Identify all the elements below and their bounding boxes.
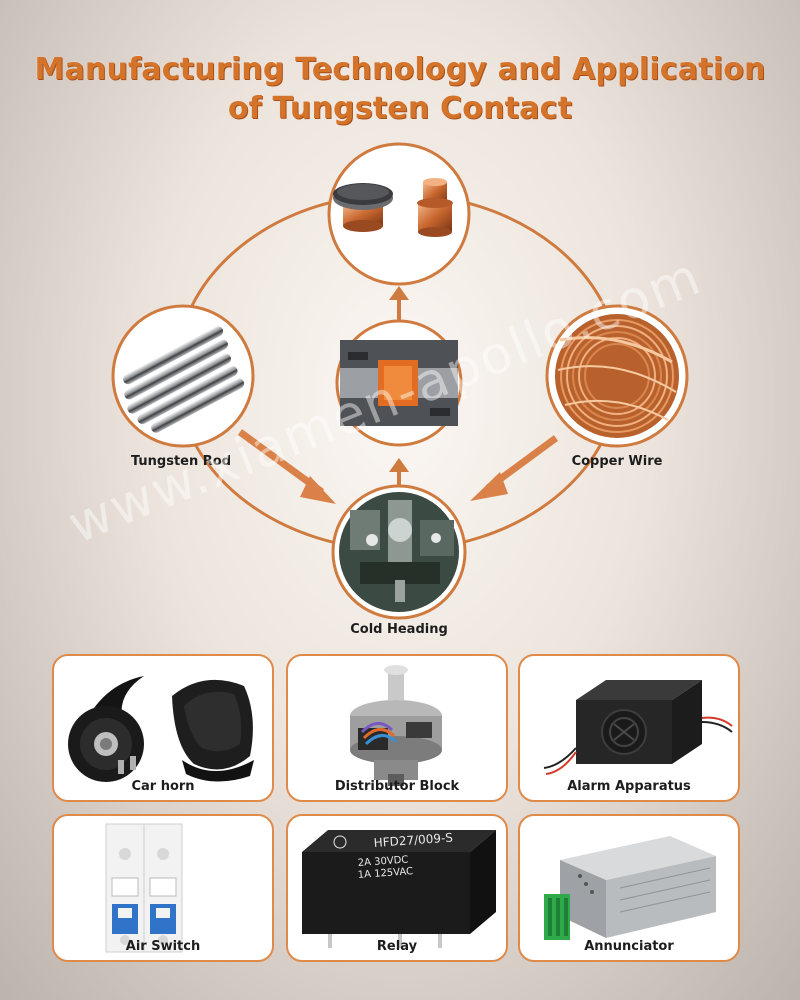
car-horn-icon [68,676,254,782]
app-label-distributor-block: Distributor Block [334,779,460,794]
alarm-apparatus-icon [543,680,733,775]
app-label-alarm-apparatus: Alarm Apparatus [567,779,691,794]
app-card-air-switch: Air Switch [52,814,274,962]
app-card-alarm-apparatus: Alarm Apparatus [518,654,740,802]
app-card-car-horn: Car horn [52,654,274,802]
title-line-1: Manufacturing Technology and Application [34,52,766,87]
app-card-annunciator: Annunciator [518,814,740,962]
app-card-relay: HFD27/009-S 2A 30VDC 1A 125VAC Relay [286,814,508,962]
app-label-annunciator: Annunciator [584,939,674,954]
arrow-head-up-2 [389,458,409,472]
app-card-distributor-block: Distributor Block [286,654,508,802]
arrow-head-rod [300,476,336,504]
copper-wire-node [545,304,689,448]
process-diagram [111,142,689,620]
tungsten-rod-node [111,304,255,448]
cold-heading-node [331,484,467,620]
app-label-air-switch: Air Switch [125,939,201,954]
app-label-car-horn: Car horn [131,779,195,794]
relay-rating-2: 1A 125VAC [357,866,413,881]
product-node [327,142,471,286]
brazing-node [335,319,463,447]
cold-heading-label: Cold Heading [350,622,448,637]
distributor-block-icon [350,665,442,786]
annunciator-icon [544,836,716,940]
tungsten-rods-icon [123,326,245,433]
brazing-cross-section-icon [340,340,458,426]
title-line-2: of Tungsten Contact [227,91,573,126]
flow-arrows [237,286,559,504]
tungsten-rod-label: Tungsten Rod [130,454,232,469]
air-switch-icon [105,823,183,953]
cold-heading-machine-icon [339,492,459,612]
relay-icon: HFD27/009-S 2A 30VDC 1A 125VAC [302,830,496,948]
relay-model-text: HFD27/009-S [373,830,453,850]
relay-rating-1: 2A 30VDC [357,854,408,869]
copper-wire-label: Copper Wire [571,454,663,469]
app-label-relay: Relay [376,939,418,954]
copper-wire-coil-icon [555,314,679,438]
arrow-head-wire [470,472,508,501]
arrow-head-up-1 [389,286,409,300]
tungsten-contact-rivets-icon [333,178,453,237]
